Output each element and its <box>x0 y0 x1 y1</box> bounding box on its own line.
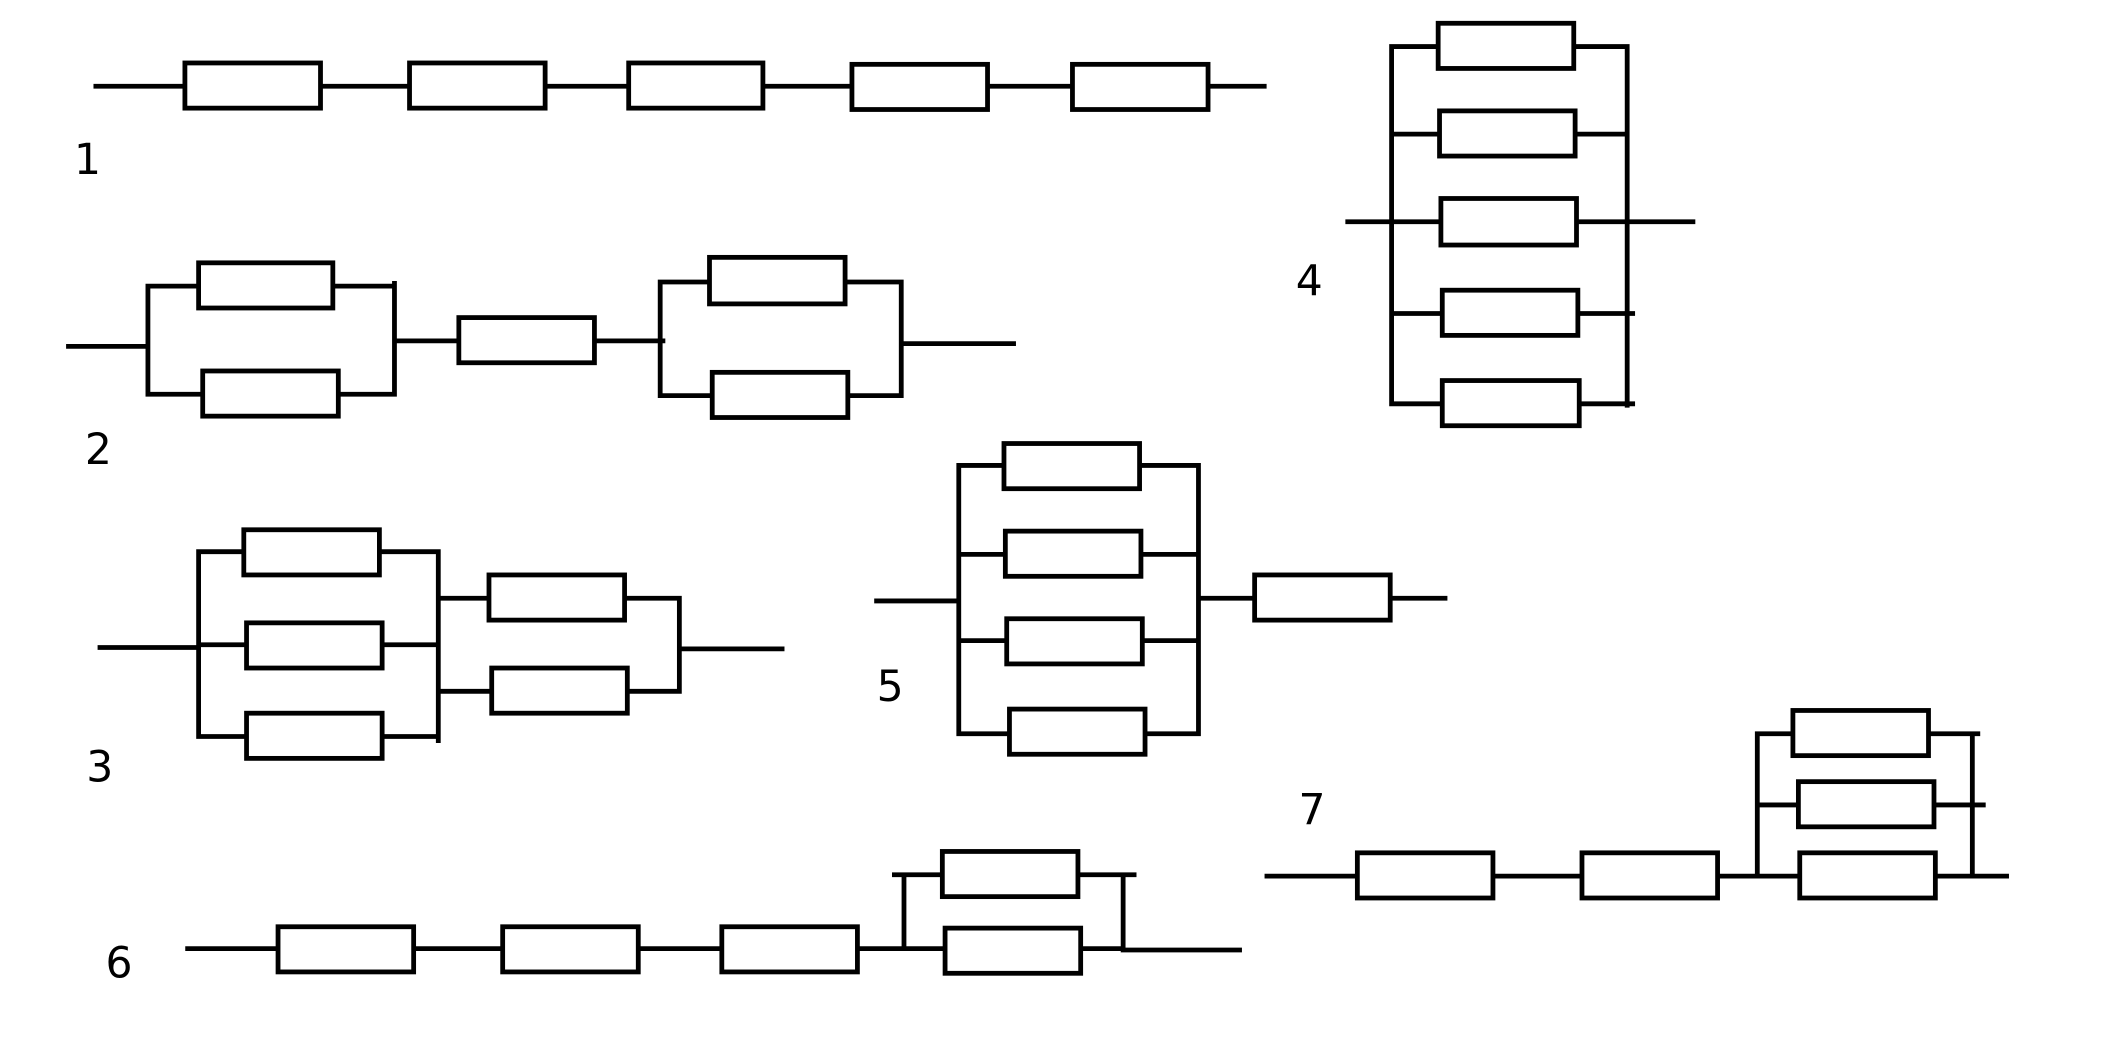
circuit-5: 5 <box>874 441 1448 757</box>
resistor <box>1354 850 1496 901</box>
resistor <box>489 665 630 716</box>
resistor <box>1002 528 1144 579</box>
wire <box>874 463 1448 737</box>
resistor <box>1001 441 1142 492</box>
resistor <box>1797 850 1938 901</box>
circuit-2: 2 <box>66 254 1016 475</box>
wire <box>1345 44 1696 408</box>
circuit-label-5: 5 <box>877 663 904 712</box>
resistor <box>1435 20 1577 71</box>
resistor <box>241 527 382 578</box>
resistor <box>1007 706 1148 757</box>
resistor <box>1439 378 1582 429</box>
resistor <box>244 710 385 761</box>
wire <box>1264 731 2009 879</box>
circuit-4: 4 <box>1296 20 1696 429</box>
resistor <box>719 924 860 975</box>
resistor <box>275 924 417 975</box>
resistor <box>939 849 1081 900</box>
resistor <box>626 60 766 111</box>
circuit-label-6: 6 <box>105 939 132 988</box>
circuit-label-4: 4 <box>1296 258 1323 307</box>
resistor <box>1439 287 1581 338</box>
resistor <box>407 60 548 111</box>
wire <box>97 549 785 743</box>
circuit-6: 6 <box>105 849 1242 988</box>
wire <box>66 279 1016 399</box>
resistor <box>1252 572 1393 623</box>
resistor <box>182 60 323 111</box>
resistor <box>200 368 341 419</box>
resistor <box>849 61 990 112</box>
circuit-label-3: 3 <box>86 744 113 793</box>
resistor <box>1437 108 1578 159</box>
circuit-label-1: 1 <box>74 136 101 185</box>
circuit-label-2: 2 <box>85 426 112 475</box>
resistor <box>196 260 336 311</box>
resistor <box>500 924 641 975</box>
resistor <box>1438 196 1579 248</box>
resistor <box>1070 61 1211 112</box>
circuit-1: 1 <box>74 60 1267 185</box>
circuit-label-7: 7 <box>1298 786 1325 835</box>
resistor <box>1004 616 1145 667</box>
resistor <box>244 620 385 671</box>
wire <box>185 872 1242 953</box>
resistor <box>1795 779 1937 830</box>
circuit-3: 3 <box>86 527 785 793</box>
resistor <box>709 369 851 420</box>
resistor <box>1579 850 1720 901</box>
resistor <box>1790 708 1931 759</box>
resistor <box>942 925 1084 976</box>
circuit-7: 7 <box>1264 708 2009 901</box>
resistor <box>486 572 627 623</box>
resistor <box>707 254 848 307</box>
resistor <box>456 315 597 366</box>
